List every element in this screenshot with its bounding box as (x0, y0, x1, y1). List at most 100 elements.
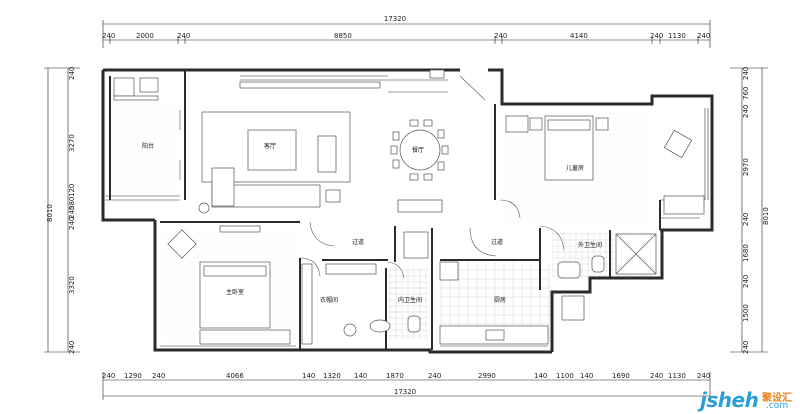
label-corridor-right: 过道 (491, 238, 503, 246)
label-living-room: 客厅 (264, 142, 276, 150)
dining-chair-7 (423, 173, 433, 181)
top-dim-4: 8850 (334, 32, 352, 40)
dining-table (399, 129, 441, 171)
master-armchair (167, 229, 197, 259)
left-dim-4: 8010 (46, 204, 54, 222)
label-cloakroom: 衣帽间 (320, 296, 338, 304)
outer-bath-toilet (591, 255, 605, 273)
tv-cabinet (239, 81, 381, 89)
top-dim-6: 4140 (570, 32, 588, 40)
master-wardrobe (199, 329, 291, 345)
child-armchair (663, 129, 693, 159)
balcony-furniture (113, 77, 159, 101)
top-dim-2: 2000 (136, 32, 154, 40)
top-dimension-lines (102, 20, 711, 48)
right-dimension-lines (730, 67, 768, 353)
room-labels: 阳台 客厅 餐厅 儿童房 过道 过道 主卧室 衣帽间 内卫生间 厨房 外卫生间 (142, 142, 602, 304)
dining-chair-4 (441, 145, 449, 155)
child-wardrobe (663, 195, 705, 215)
left-dim-2: 3270 (68, 134, 76, 152)
top-dim-9: 240 (697, 32, 710, 40)
label-outer-bathroom: 外卫生间 (578, 241, 602, 249)
cloakroom-shelf-left (301, 263, 313, 345)
right-dim-1: 240 (742, 67, 750, 80)
top-dim-3: 240 (177, 32, 190, 40)
bottom-dim-2: 1290 (124, 372, 142, 380)
label-corridor-left: 过道 (352, 238, 364, 246)
bottom-dimension-lines (102, 372, 711, 400)
watermark-cn: 聚设汇 (762, 393, 792, 404)
inner-shower (403, 231, 429, 259)
bottom-dim-10: 2990 (478, 372, 496, 380)
label-inner-bathroom: 内卫生间 (398, 296, 422, 304)
kitchen-sink (485, 329, 505, 341)
cloakroom-furniture (301, 263, 377, 345)
child-pillow (547, 119, 591, 131)
right-dim-7: 1680 (742, 244, 750, 262)
dining-chair-9 (390, 145, 398, 155)
left-dim-8: 3320 (68, 276, 76, 294)
bottom-dim-8: 1870 (386, 372, 404, 380)
console-table (397, 199, 443, 213)
label-balcony: 阳台 (142, 142, 154, 150)
kitchen-stove (561, 295, 585, 321)
top-dim-8: 1130 (668, 32, 686, 40)
cloakroom-shelf-top (325, 263, 377, 275)
armchair (317, 135, 337, 173)
shoe-cabinet (429, 69, 445, 79)
dining-chair-10 (392, 159, 400, 169)
right-dim-3: 240 (742, 105, 750, 118)
master-tv-cabinet (219, 225, 261, 233)
outer-bath-basin (557, 261, 581, 279)
watermark-site: jsheh (700, 388, 759, 412)
left-dim-3: 120 (68, 184, 76, 197)
right-dim-10: 240 (742, 341, 750, 354)
bottom-dim-13: 140 (580, 372, 593, 380)
kitchen-fixtures (439, 261, 585, 345)
bottom-dim-16: 1130 (668, 372, 686, 380)
child-nightstand-left (529, 117, 543, 131)
interior-walls (109, 70, 661, 350)
bottom-dim-15: 240 (650, 372, 663, 380)
sofa-chaise (211, 167, 235, 207)
left-dim-9: 240 (68, 341, 76, 354)
dining-chair-5 (437, 161, 445, 171)
top-dim-5: 240 (494, 32, 507, 40)
right-dim-8: 240 (742, 275, 750, 288)
top-dim-7: 240 (650, 32, 663, 40)
left-dimension-labels: 240 3270 120 8010 240 580 240 3320 240 (46, 67, 76, 354)
dining-chair-8 (392, 131, 400, 141)
right-dim-9: 1500 (742, 304, 750, 322)
right-dim-4: 2970 (742, 158, 750, 176)
doors (179, 75, 565, 279)
floor-lamp (198, 202, 210, 214)
bottom-dim-11: 140 (534, 372, 547, 380)
dining-furniture (390, 119, 449, 181)
master-bedroom-furniture (167, 225, 357, 345)
top-overall-dimension: 17320 (384, 15, 406, 23)
child-desk (505, 115, 529, 133)
dining-chair-2 (423, 119, 433, 127)
bottom-dim-14: 1690 (612, 372, 630, 380)
left-dim-1: 240 (68, 67, 76, 80)
dining-chair-1 (409, 119, 419, 127)
label-master-bedroom: 主卧室 (226, 288, 244, 296)
master-lamp (343, 323, 357, 337)
master-pillow (203, 265, 267, 277)
side-table (325, 189, 341, 203)
balcony-floor (110, 102, 180, 192)
bottom-dim-9: 240 (428, 372, 441, 380)
inner-bath-toilet (407, 315, 421, 333)
left-dim-6: 580 (68, 197, 76, 210)
top-dim-1: 240 (102, 32, 115, 40)
left-dimension-lines (44, 67, 80, 353)
washing-machine (113, 77, 135, 97)
bottom-dim-7: 140 (354, 372, 367, 380)
bottom-dimension-labels: 240 1290 240 4066 140 1320 140 1870 240 … (102, 372, 710, 380)
coffee-table (247, 129, 297, 171)
bottom-dim-1: 240 (102, 372, 115, 380)
bottom-dim-12: 1100 (556, 372, 574, 380)
inner-bath-basin (369, 319, 391, 333)
left-dim-7: 240 (68, 217, 76, 230)
